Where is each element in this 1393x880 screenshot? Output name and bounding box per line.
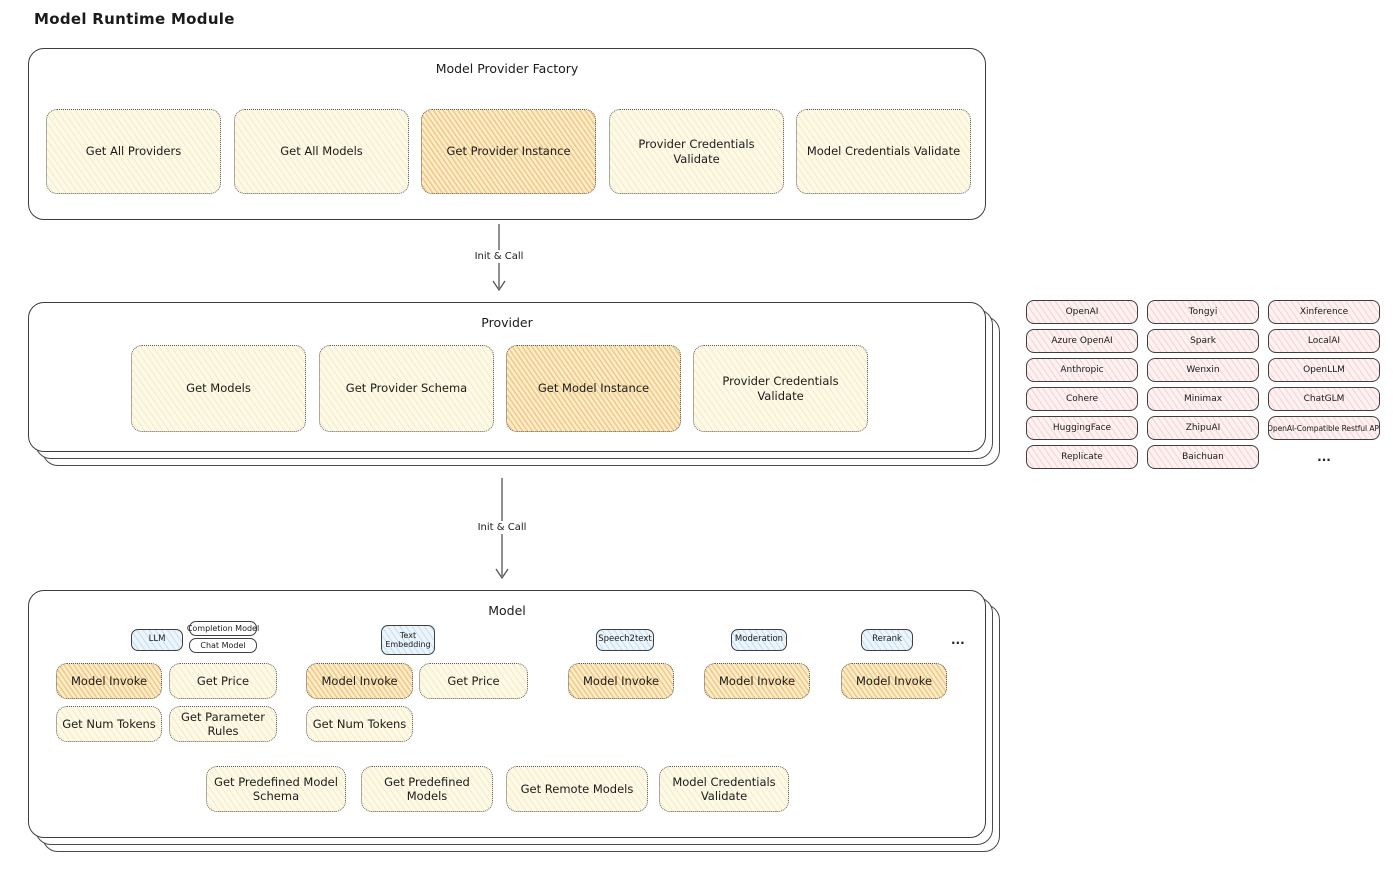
more-model-types-ellipsis: ... (951, 633, 965, 647)
fn-provider-credentials-validate: Provider Credentials Validate (609, 109, 784, 194)
tag-llm: LLM (131, 629, 183, 651)
provider-replicate: Replicate (1026, 445, 1138, 469)
more-providers-ellipsis: ... (1317, 450, 1331, 464)
provider-baichuan: Baichuan (1147, 445, 1259, 469)
speech2text-model-invoke: Model Invoke (568, 663, 674, 699)
provider-openllm: OpenLLM (1268, 358, 1380, 382)
provider-list: OpenAI Azure OpenAI Anthropic Cohere Hug… (1026, 300, 1380, 469)
factory-container: Model Provider Factory Get All Providers… (28, 48, 986, 220)
provider-anthropic: Anthropic (1026, 358, 1138, 382)
fn-get-provider-schema: Get Provider Schema (319, 345, 494, 432)
fn-provider-credentials-validate-2: Provider Credentials Validate (693, 345, 868, 432)
model-container: Model LLM Completion Model Chat Model Te… (28, 590, 986, 838)
arrow-label-init-call-2: Init & Call (466, 521, 538, 534)
tag-chat-model: Chat Model (189, 638, 257, 653)
page-title: Model Runtime Module (34, 10, 235, 28)
tag-rerank: Rerank (861, 629, 913, 651)
fn-get-models: Get Models (131, 345, 306, 432)
tag-speech2text: Speech2text (596, 629, 654, 651)
fn-model-credentials-validate: Model Credentials Validate (796, 109, 971, 194)
fn-get-remote-models: Get Remote Models (506, 766, 648, 812)
provider-minimax: Minimax (1147, 387, 1259, 411)
fn-get-all-providers: Get All Providers (46, 109, 221, 194)
embedding-get-price: Get Price (419, 663, 528, 699)
fn-get-all-models: Get All Models (234, 109, 409, 194)
arrow-label-init-call-1: Init & Call (463, 250, 535, 263)
model-title: Model (488, 603, 526, 618)
moderation-model-invoke: Model Invoke (704, 663, 810, 699)
embedding-get-num-tokens: Get Num Tokens (306, 706, 413, 742)
provider-chatglm: ChatGLM (1268, 387, 1380, 411)
tag-moderation: Moderation (731, 629, 787, 651)
llm-get-num-tokens: Get Num Tokens (56, 706, 162, 742)
provider-container: Provider Get Models Get Provider Schema … (28, 302, 986, 452)
provider-tongyi: Tongyi (1147, 300, 1259, 324)
fn-model-credentials-validate-bottom: Model Credentials Validate (659, 766, 789, 812)
provider-cohere: Cohere (1026, 387, 1138, 411)
provider-title: Provider (481, 315, 533, 330)
fn-get-model-instance: Get Model Instance (506, 345, 681, 432)
tag-completion-model: Completion Model (187, 621, 259, 636)
llm-get-parameter-rules: Get Parameter Rules (169, 706, 277, 742)
provider-wenxin: Wenxin (1147, 358, 1259, 382)
provider-spark: Spark (1147, 329, 1259, 353)
provider-azure-openai: Azure OpenAI (1026, 329, 1138, 353)
provider-openai-compatible: OpenAI-Compatible Restful API (1268, 416, 1380, 440)
fn-get-provider-instance: Get Provider Instance (421, 109, 596, 194)
embedding-model-invoke: Model Invoke (306, 663, 413, 699)
fn-get-predefined-model-schema: Get Predefined Model Schema (206, 766, 346, 812)
llm-get-price: Get Price (169, 663, 277, 699)
provider-openai: OpenAI (1026, 300, 1138, 324)
llm-model-invoke: Model Invoke (56, 663, 162, 699)
rerank-model-invoke: Model Invoke (841, 663, 947, 699)
provider-huggingface: HuggingFace (1026, 416, 1138, 440)
provider-xinference: Xinference (1268, 300, 1380, 324)
factory-title: Model Provider Factory (435, 61, 579, 76)
provider-localai: LocalAI (1268, 329, 1380, 353)
tag-text-embedding: Text Embedding (381, 625, 435, 655)
provider-zhipuai: ZhipuAI (1147, 416, 1259, 440)
fn-get-predefined-models: Get Predefined Models (361, 766, 493, 812)
